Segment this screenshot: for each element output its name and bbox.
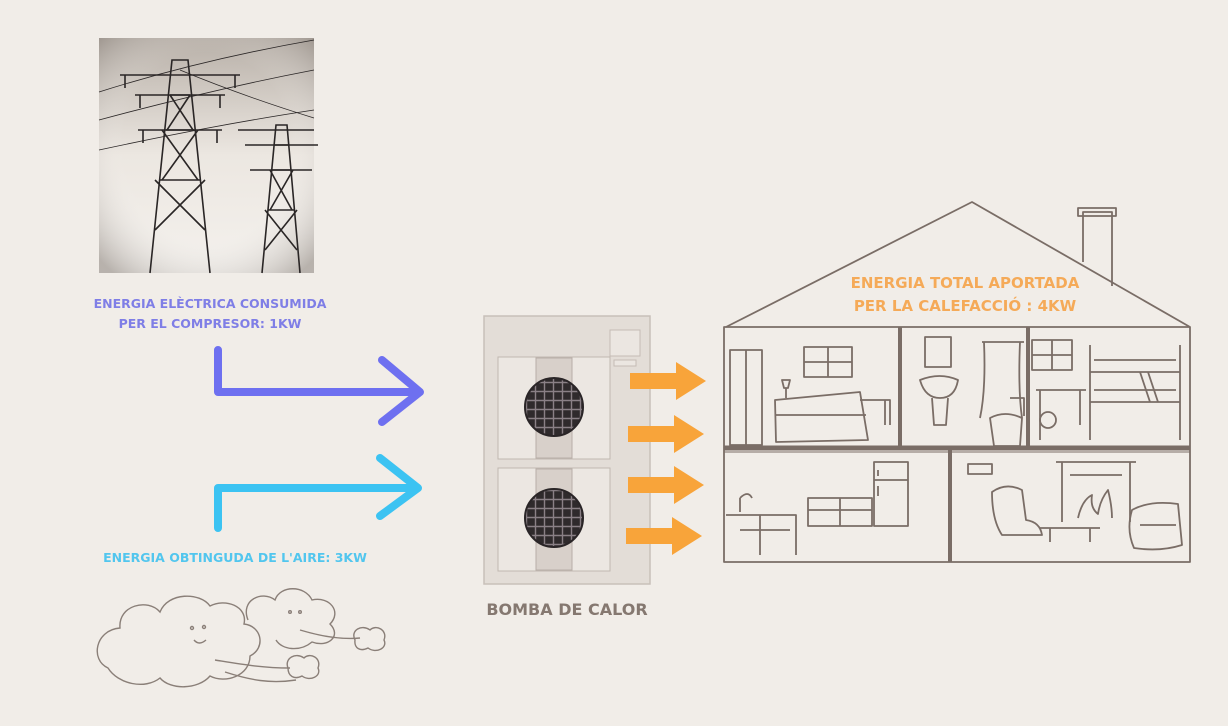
electric-energy-label-line2: PER EL COMPRESOR: 1KW (118, 316, 302, 331)
heat-arrow-2 (628, 415, 704, 453)
power-tower-icon (98, 38, 318, 274)
heat-arrow-3 (628, 466, 704, 504)
heat-pump-label: BOMBA DE CALOR (486, 600, 648, 619)
heat-pump-icon (483, 315, 651, 585)
air-energy-arrow (214, 454, 422, 532)
heat-arrows (626, 362, 706, 555)
electric-energy-label-line1: ENERGIA ELÈCTRICA CONSUMIDA (93, 296, 327, 311)
electric-energy-label: ENERGIA ELÈCTRICA CONSUMIDA PER EL COMPR… (60, 294, 360, 334)
air-energy-label: ENERGIA OBTINGUDA DE L'AIRE: 3KW (103, 550, 367, 565)
electric-energy-arrow (214, 346, 424, 426)
total-energy-label: ENERGIA TOTAL APORTADA PER LA CALEFACCIÓ… (790, 272, 1140, 318)
heat-arrow-4 (626, 517, 702, 555)
cloud-wind-icon (96, 588, 386, 688)
house-icon (723, 201, 1191, 563)
total-energy-label-line2: PER LA CALEFACCIÓ : 4KW (853, 297, 1077, 315)
total-energy-label-line1: ENERGIA TOTAL APORTADA (850, 274, 1080, 292)
heat-arrow-1 (630, 362, 706, 400)
